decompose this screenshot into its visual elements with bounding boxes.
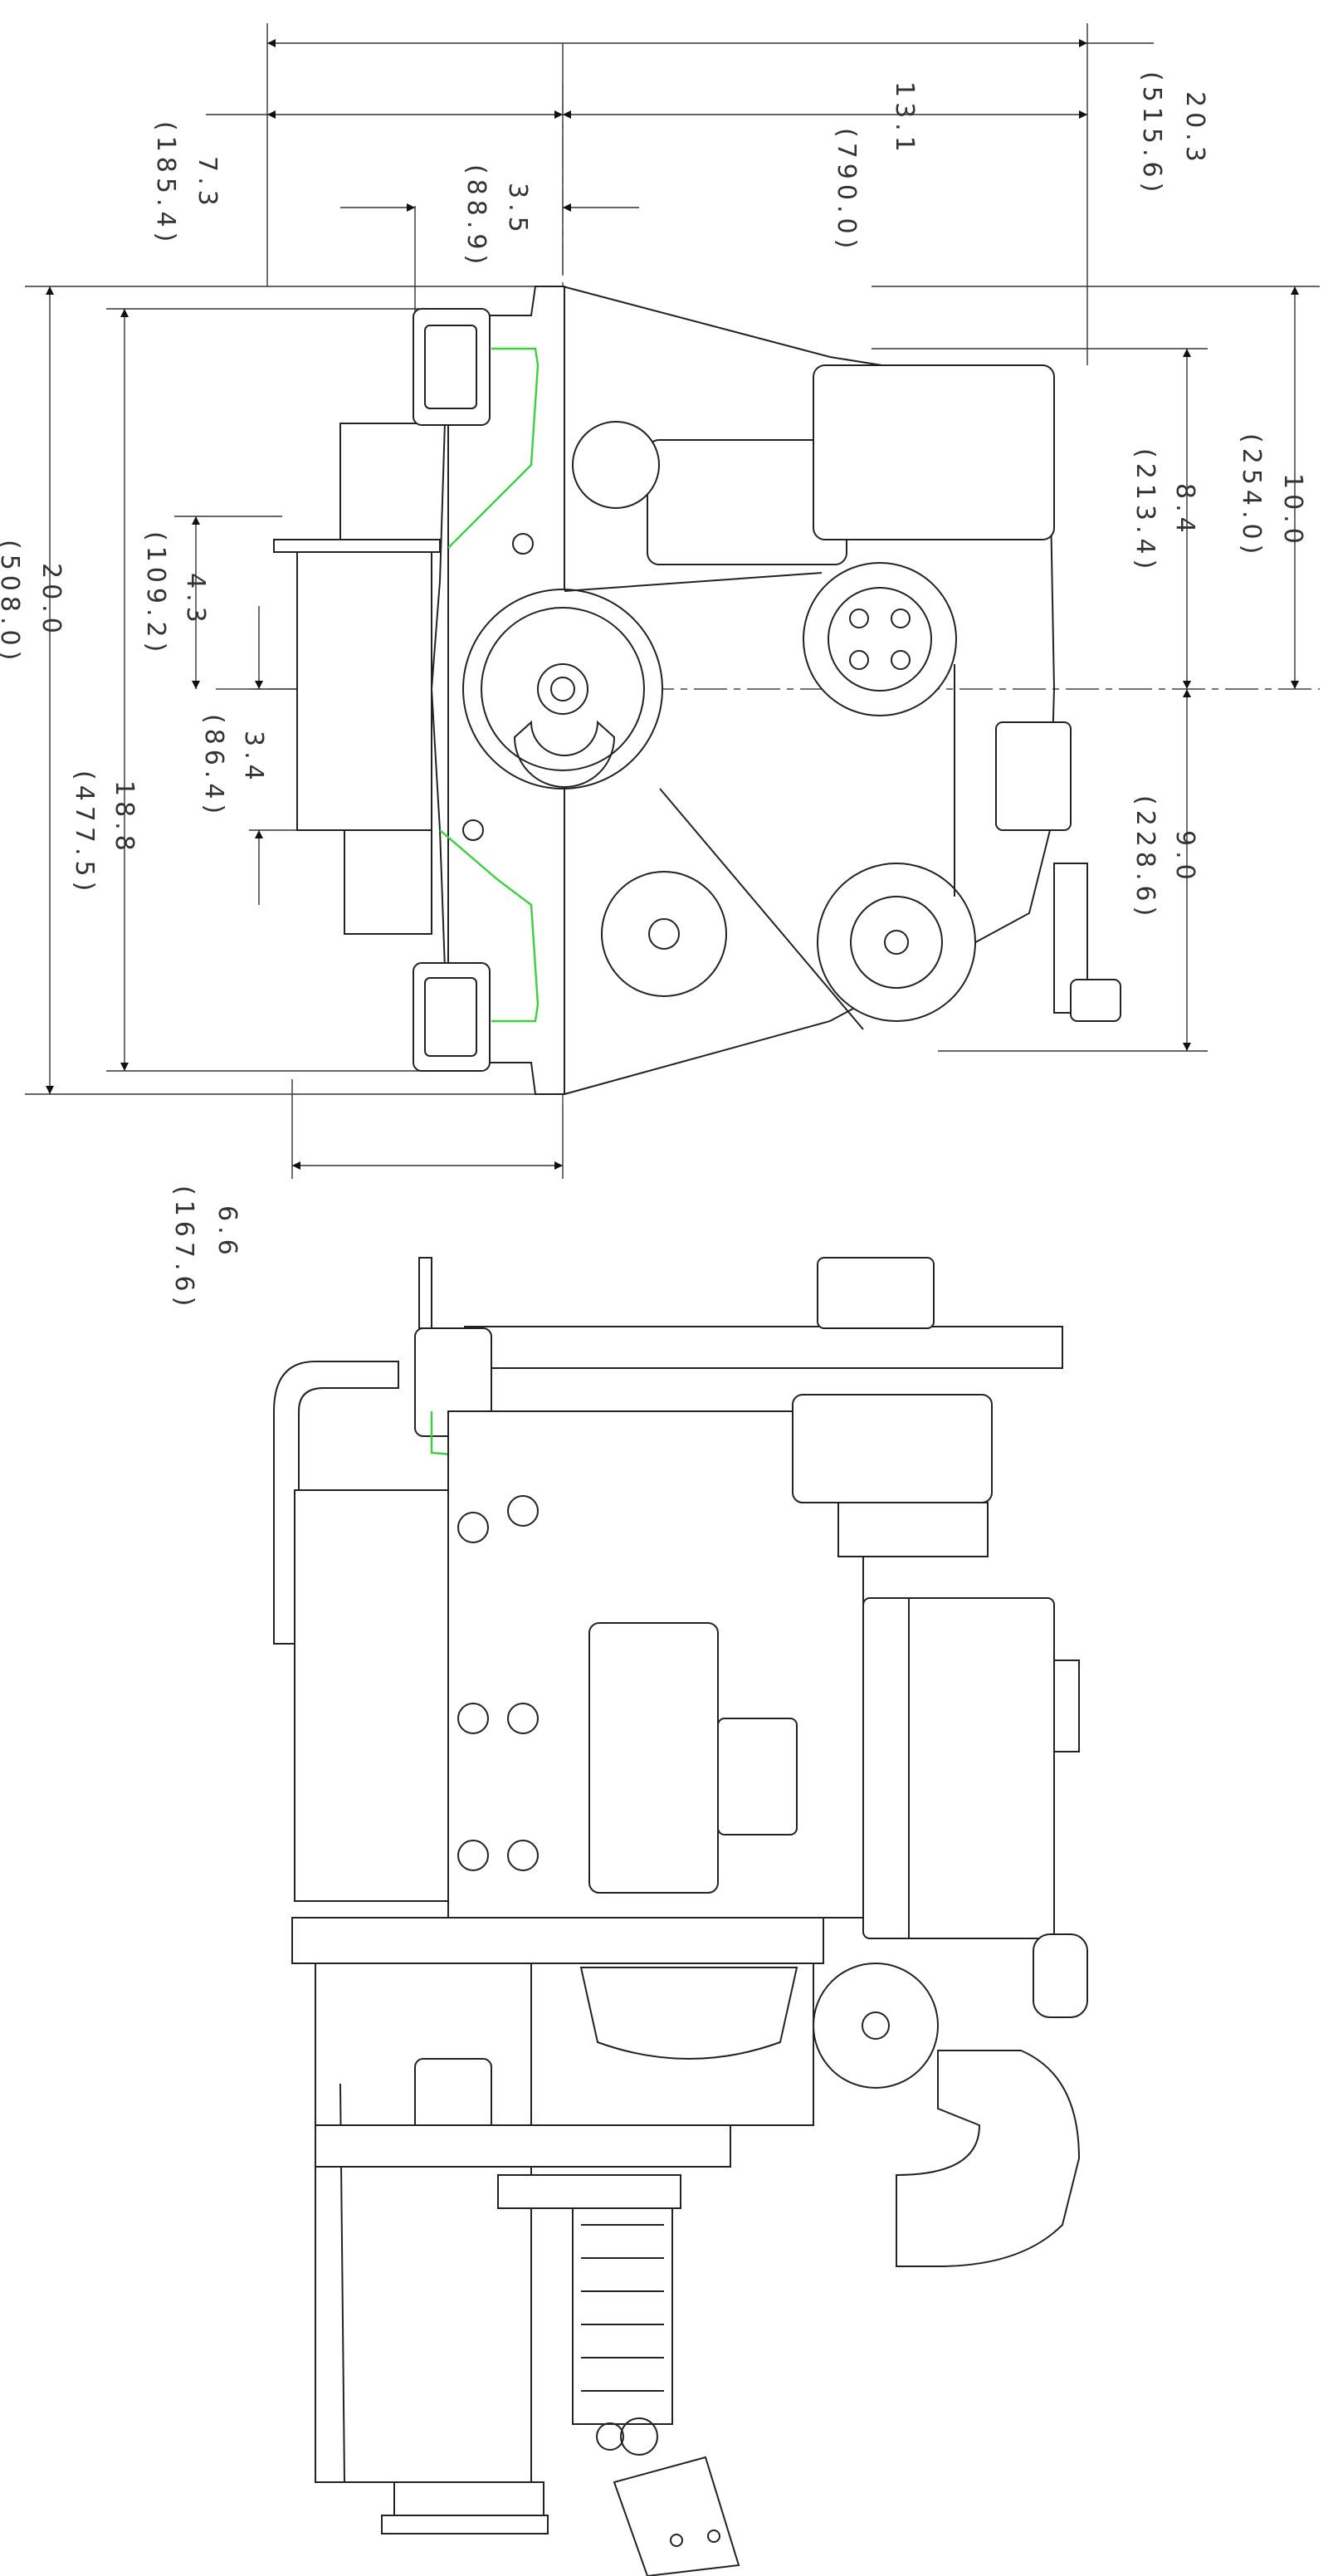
dimension-lines bbox=[25, 23, 1320, 1179]
dim-4-3-label: 4.3 bbox=[181, 573, 210, 628]
dim-18-8-label: 18.8 bbox=[110, 780, 139, 856]
dim-20-3-label: 20.3 bbox=[1180, 91, 1209, 167]
dim-3-5-label: 3.5 bbox=[503, 183, 532, 237]
dim-13-1-label: 13.1 bbox=[890, 81, 919, 157]
dim-20-3-metric: (515.6) bbox=[1137, 71, 1166, 197]
side-view bbox=[273, 1257, 1088, 2576]
dim-6-6-metric: (167.6) bbox=[169, 1185, 198, 1311]
front-view bbox=[273, 286, 1121, 1095]
dim-8-4-label: 8.4 bbox=[1170, 483, 1199, 538]
dim-13-1-metric: (790.0) bbox=[832, 128, 861, 253]
dim-4-3-metric: (109.2) bbox=[141, 531, 170, 657]
dim-10-0-metric: (254.0) bbox=[1237, 433, 1266, 559]
dim-7-3-label: 7.3 bbox=[193, 156, 222, 211]
dimension-labels: 20.3 (515.6) 13.1 (790.0) 7.3 (185.4) 3.… bbox=[0, 71, 1307, 1311]
dim-20-0-label: 20.0 bbox=[37, 563, 66, 638]
dim-9-0-label: 9.0 bbox=[1170, 830, 1199, 885]
dim-3-5-metric: (88.9) bbox=[461, 164, 491, 269]
dim-3-4-label: 3.4 bbox=[239, 731, 268, 785]
dim-9-0-metric: (228.6) bbox=[1130, 795, 1160, 921]
dim-6-6-label: 6.6 bbox=[212, 1205, 242, 1260]
dim-3-4-metric: (86.4) bbox=[199, 714, 228, 819]
dim-10-0-label: 10.0 bbox=[1278, 473, 1307, 549]
dim-18-8-metric: (477.5) bbox=[70, 770, 99, 896]
dim-7-3-metric: (185.4) bbox=[151, 121, 180, 247]
dim-8-4-metric: (213.4) bbox=[1130, 448, 1160, 574]
dim-20-0-metric: (508.0) bbox=[0, 540, 24, 665]
